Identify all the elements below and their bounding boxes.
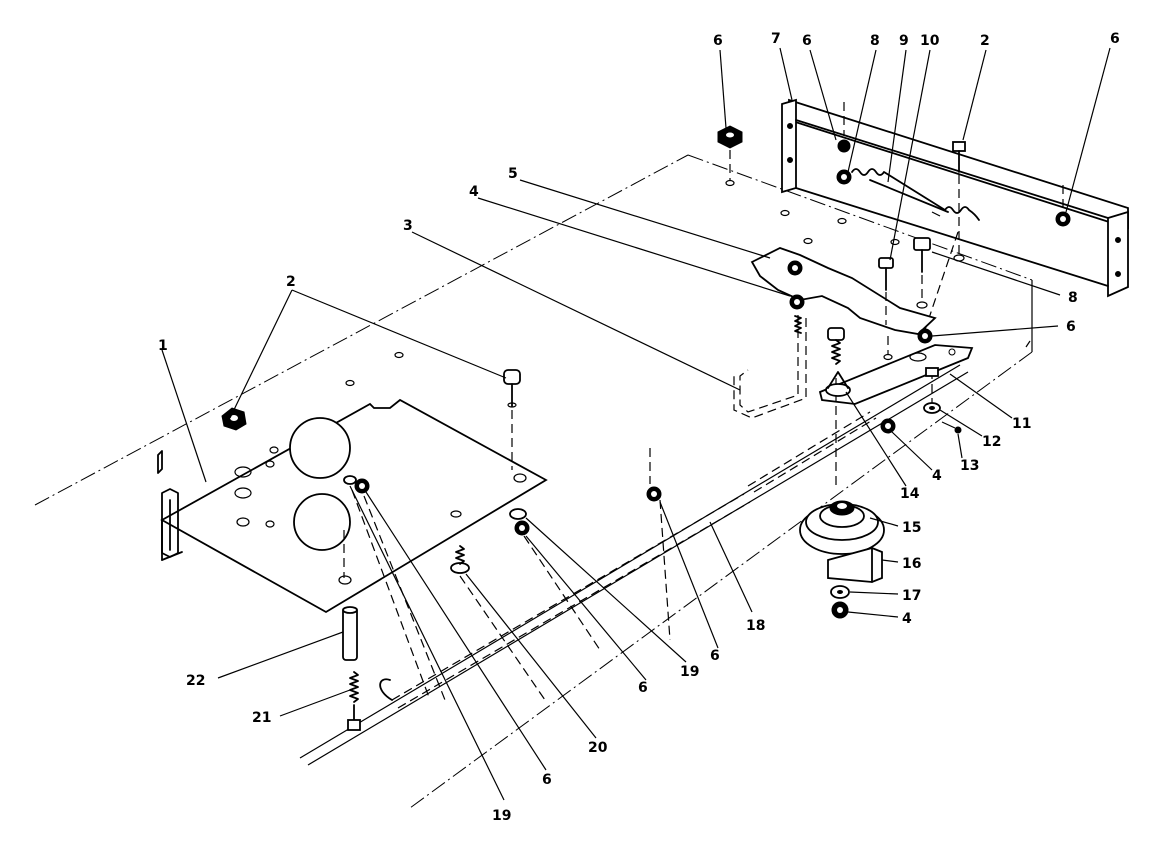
callout-5: 5 <box>508 166 518 182</box>
callout-14: 14 <box>900 486 920 502</box>
nut-6-mid <box>646 448 662 502</box>
nut-4-pulley <box>831 601 849 619</box>
callout-6d: 6 <box>1066 319 1076 335</box>
callout-6b: 6 <box>802 33 812 49</box>
pulley-bracket-16 <box>827 547 883 583</box>
nut-top <box>717 125 743 187</box>
callout-6f: 6 <box>638 680 648 696</box>
bolt-21 <box>347 671 361 731</box>
callout-20: 20 <box>588 740 608 756</box>
sub-plate <box>157 398 548 614</box>
nut-19-6-right <box>509 508 530 536</box>
bolt-20 <box>450 545 470 574</box>
screw-13 <box>941 421 962 434</box>
leader-lines <box>161 47 1111 801</box>
callout-2b: 2 <box>980 33 990 49</box>
bolt-8-upper <box>913 237 931 309</box>
nut-19-6-center <box>343 475 370 494</box>
callout-labels: 1 2 3 4 5 6 7 6 8 9 10 2 6 8 6 11 12 13 … <box>158 31 1120 824</box>
callout-4a: 4 <box>469 184 479 200</box>
callout-11: 11 <box>1012 416 1031 432</box>
belt-guide-bar <box>818 344 974 405</box>
deck-plate <box>34 154 1033 809</box>
callout-10: 10 <box>920 33 940 49</box>
callout-19a: 19 <box>680 664 699 680</box>
idler-arm-plate <box>750 247 937 335</box>
callout-18: 18 <box>746 618 765 634</box>
callout-13: 13 <box>960 458 979 474</box>
callout-4b: 4 <box>932 468 942 484</box>
spacer-22 <box>342 606 358 661</box>
callout-8b: 8 <box>1068 290 1078 306</box>
pulley-bolt <box>827 327 845 490</box>
spacer-14 <box>825 371 851 397</box>
control-rod <box>733 315 807 419</box>
callout-3: 3 <box>403 218 413 234</box>
callout-16: 16 <box>902 556 921 572</box>
callout-6e: 6 <box>710 648 720 664</box>
nut-2-left <box>221 407 247 431</box>
v-pulley <box>799 500 885 555</box>
callout-17: 17 <box>902 588 921 604</box>
callout-8a: 8 <box>870 33 880 49</box>
nut-4-right <box>880 418 896 434</box>
nut-idler <box>883 328 933 361</box>
tension-spring <box>851 168 980 331</box>
washer-17 <box>830 585 850 599</box>
callout-2a: 2 <box>286 274 296 290</box>
callout-4c: 4 <box>902 611 912 627</box>
washer-12 <box>923 402 941 414</box>
callout-19b: 19 <box>492 808 511 824</box>
callout-1: 1 <box>158 338 168 354</box>
callout-6a: 6 <box>713 33 723 49</box>
callout-6c: 6 <box>1110 31 1120 47</box>
callout-21: 21 <box>252 710 271 726</box>
shift-rod <box>379 411 877 709</box>
callout-6g: 6 <box>542 772 552 788</box>
callout-12: 12 <box>982 434 1001 450</box>
callout-22: 22 <box>186 673 205 689</box>
spring-bolt <box>952 141 966 262</box>
bolt-2-plate <box>503 369 521 470</box>
callout-9: 9 <box>899 33 909 49</box>
bolt-8-lower <box>878 257 894 325</box>
callout-7: 7 <box>771 31 781 47</box>
rear-bracket <box>781 98 1129 298</box>
callout-15: 15 <box>902 520 921 536</box>
